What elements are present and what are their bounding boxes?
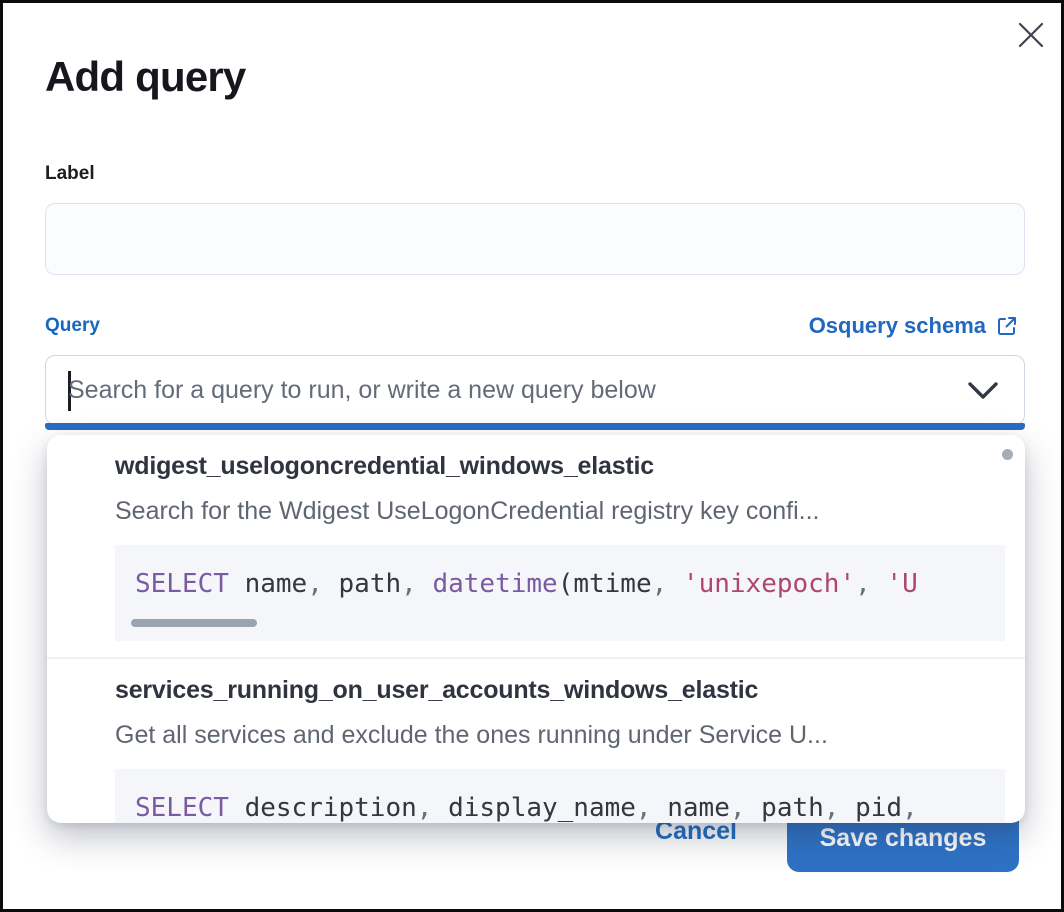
- sql-token: ,: [307, 569, 339, 599]
- close-button[interactable]: [1011, 15, 1051, 55]
- sql-code: SELECT description, display_name, name, …: [115, 769, 1005, 823]
- modal-title: Add query: [45, 53, 246, 100]
- query-option-description: Search for the Wdigest UseLogonCredentia…: [115, 497, 820, 525]
- query-option[interactable]: services_running_on_user_accounts_window…: [47, 659, 1025, 823]
- osquery-schema-link[interactable]: Osquery schema: [809, 313, 1019, 339]
- osquery-schema-link-label: Osquery schema: [808, 313, 986, 338]
- query-option[interactable]: wdigest_uselogoncredential_windows_elast…: [47, 435, 1025, 657]
- query-option-description: Get all services and exclude the ones ru…: [115, 721, 828, 749]
- sql-token: display_name: [448, 793, 636, 823]
- horizontal-scrollbar-thumb[interactable]: [131, 619, 257, 627]
- sql-token: path: [338, 569, 402, 599]
- query-option-sql-preview: SELECT description, display_name, name, …: [115, 769, 1005, 823]
- sql-token: path: [761, 793, 824, 823]
- query-option-name: services_running_on_user_accounts_window…: [115, 676, 759, 704]
- sql-token: name: [228, 569, 308, 599]
- query-options-list: wdigest_uselogoncredential_windows_elast…: [47, 435, 1025, 823]
- vertical-scrollbar-thumb[interactable]: [1002, 449, 1013, 460]
- chevron-down-icon[interactable]: [966, 379, 1000, 403]
- sql-token: name: [667, 793, 730, 823]
- sql-token: description: [228, 793, 417, 823]
- sql-token: ,: [855, 569, 887, 599]
- sql-token: 'unixepoch': [682, 569, 856, 599]
- sql-token: SELECT: [135, 793, 229, 823]
- sql-code: SELECT name, path, datetime(mtime, 'unix…: [115, 545, 1005, 599]
- label-field-label: Label: [45, 163, 95, 184]
- combobox-focus-underline: [45, 423, 1025, 430]
- query-combobox[interactable]: [45, 355, 1025, 425]
- sql-token: ,: [823, 793, 856, 823]
- external-link-icon: [998, 317, 1016, 335]
- sql-token: datetime: [432, 569, 558, 599]
- sql-token: 'U: [886, 569, 918, 599]
- close-icon: [1018, 22, 1044, 48]
- option-divider: [47, 657, 1025, 659]
- sql-token: ,: [651, 569, 683, 599]
- sql-token: ,: [902, 793, 918, 823]
- sql-token: ,: [729, 793, 762, 823]
- sql-token: ,: [401, 569, 433, 599]
- query-options-dropdown: wdigest_uselogoncredential_windows_elast…: [47, 435, 1025, 823]
- query-option-sql-preview: SELECT name, path, datetime(mtime, 'unix…: [115, 545, 1005, 641]
- sql-token: pid: [855, 793, 903, 823]
- query-search-input[interactable]: [68, 360, 954, 420]
- query-field-label: Query: [45, 315, 100, 336]
- label-input[interactable]: [45, 203, 1025, 275]
- sql-token: ,: [635, 793, 668, 823]
- sql-token: (mtime: [557, 569, 652, 599]
- query-option-name: wdigest_uselogoncredential_windows_elast…: [115, 452, 654, 480]
- sql-token: SELECT: [135, 569, 229, 599]
- sql-token: ,: [416, 793, 449, 823]
